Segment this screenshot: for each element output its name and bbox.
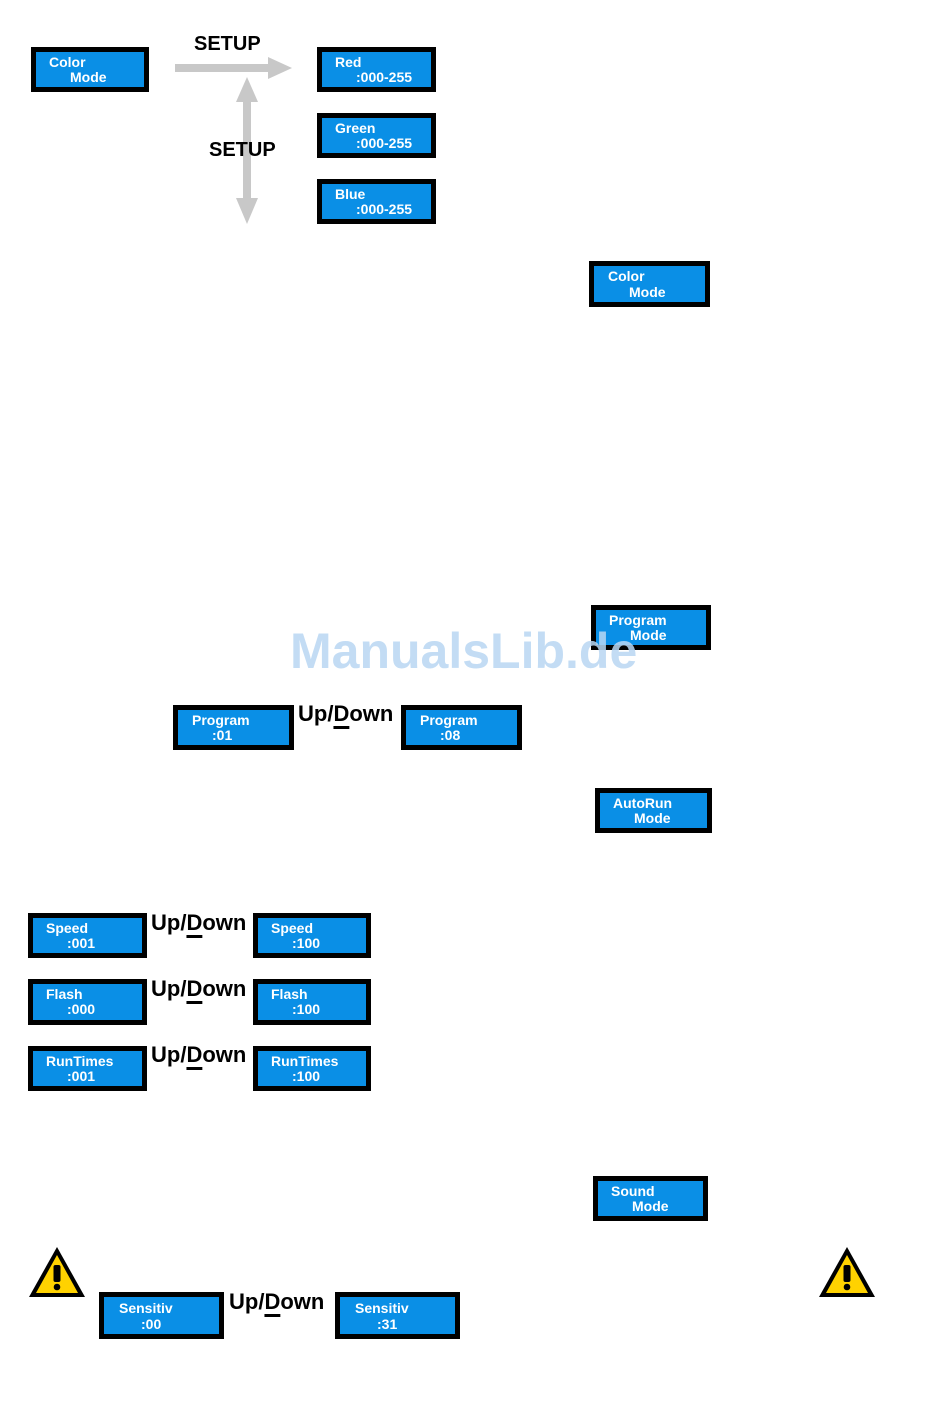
display-line2: :01 [212,728,232,743]
display-green: Green :000-255 [317,113,436,158]
display-sound-mode: Sound Mode [593,1176,708,1221]
display-line2: :08 [440,728,460,743]
display-sensitiv-31: Sensitiv :31 [335,1292,460,1339]
display-line2: :100 [292,1069,320,1084]
display-line1: Green [335,121,375,136]
display-line2: Mode [629,285,666,300]
setup-label-vertical: SETUP [209,139,276,162]
display-line1: Red [335,55,361,70]
display-line2: :100 [292,1002,320,1017]
display-speed-001: Speed :001 [28,913,147,958]
display-line2: :000 [67,1002,95,1017]
arrow-right-icon [175,57,292,79]
display-line1: Sensitiv [355,1301,409,1316]
display-program-01: Program :01 [173,705,294,750]
display-line1: Color [49,55,86,70]
up-down-rest: own [202,1042,246,1067]
display-line1: RunTimes [271,1054,338,1069]
up-down-rest: own [202,910,246,935]
up-down-up: Up/ [151,910,186,935]
display-line2: :31 [377,1317,397,1332]
up-down-up: Up/ [151,1042,186,1067]
display-line1: Speed [271,921,313,936]
display-line2: :100 [292,936,320,951]
display-blue: Blue :000-255 [317,179,436,224]
up-down-d: D [186,976,202,1001]
display-line1: Program [192,713,250,728]
display-program-08: Program :08 [401,705,522,750]
up-down-rest: own [280,1289,324,1314]
up-down-d: D [186,910,202,935]
display-runtimes-100: RunTimes :100 [253,1046,371,1091]
display-line1: Flash [271,987,308,1002]
display-line2: :001 [67,936,95,951]
up-down-label: Up/Down [151,976,246,1002]
display-speed-100: Speed :100 [253,913,371,958]
up-down-label: Up/Down [298,701,393,727]
display-line1: Flash [46,987,83,1002]
display-line2: :000-255 [356,70,412,85]
up-down-label: Up/Down [151,910,246,936]
display-line1: Sensitiv [119,1301,173,1316]
up-down-up: Up/ [298,701,333,726]
display-line2: Mode [70,70,107,85]
up-down-d: D [333,701,349,726]
up-down-label: Up/Down [229,1289,324,1315]
display-line2: :000-255 [356,136,412,151]
display-line2: :001 [67,1069,95,1084]
display-line1: Speed [46,921,88,936]
display-red: Red :000-255 [317,47,436,92]
warning-triangle-icon [817,1245,877,1299]
setup-arrows [0,0,950,240]
up-down-up: Up/ [151,976,186,1001]
display-line2: Mode [632,1199,669,1214]
display-line1: Color [608,269,645,284]
display-line2: :000-255 [356,202,412,217]
display-line1: Blue [335,187,365,202]
up-down-d: D [264,1289,280,1314]
display-color-mode-2: Color Mode [589,261,710,307]
watermark: ManualsLib.de [290,622,637,680]
up-down-d: D [186,1042,202,1067]
setup-label-horizontal: SETUP [194,33,261,56]
display-line1: AutoRun [613,796,672,811]
display-sensitiv-00: Sensitiv :00 [99,1292,224,1339]
display-flash-000: Flash :000 [28,979,147,1025]
warning-triangle-icon [27,1245,87,1299]
up-down-rest: own [202,976,246,1001]
up-down-up: Up/ [229,1289,264,1314]
display-flash-100: Flash :100 [253,979,371,1025]
display-runtimes-001: RunTimes :001 [28,1046,147,1091]
display-line2: :00 [141,1317,161,1332]
display-autorun-mode: AutoRun Mode [595,788,712,833]
display-line1: Program [420,713,478,728]
up-down-rest: own [349,701,393,726]
display-line2: Mode [634,811,671,826]
display-color-mode: Color Mode [31,47,149,92]
display-line1: RunTimes [46,1054,113,1069]
up-down-label: Up/Down [151,1042,246,1068]
display-line1: Sound [611,1184,655,1199]
